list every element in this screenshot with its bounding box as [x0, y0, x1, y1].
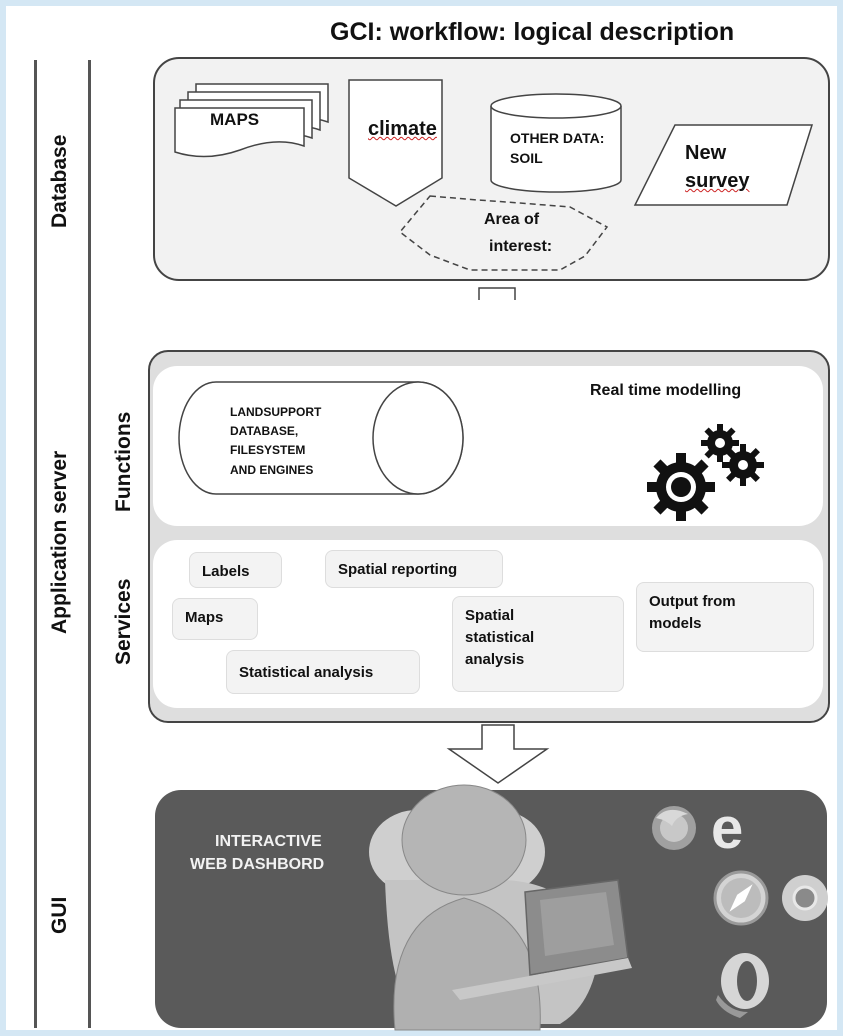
other-data-label-1: OTHER DATA: — [510, 130, 605, 146]
left-inner-line — [88, 60, 91, 1028]
real-time-modelling-label: Real time modelling — [590, 382, 742, 399]
down-arrow-2 — [446, 724, 550, 784]
output-line-1: Output from — [649, 593, 736, 610]
svg-text:e: e — [711, 796, 743, 861]
diagram-title: GCI: workflow: logical description — [330, 18, 735, 46]
soil-database-icon — [490, 93, 622, 193]
left-outer-line — [34, 60, 37, 1028]
new-survey-label-2: survey — [685, 170, 750, 192]
safari-icon — [713, 870, 769, 926]
spatial-stat-line-2: statistical — [465, 629, 535, 646]
database-shapes — [174, 79, 814, 300]
other-data-label-2: SOIL — [510, 150, 543, 166]
maps-label: MAPS — [210, 110, 260, 129]
edge-icon: e — [711, 796, 743, 861]
dashboard-label-2: WEB DASHBORD — [190, 856, 325, 873]
down-arrow-1 — [478, 287, 516, 300]
climate-shape — [348, 79, 443, 207]
new-survey-shape — [633, 124, 814, 206]
gears-icon — [647, 424, 764, 521]
new-survey-label-1: New — [685, 142, 727, 164]
area-label-1: Area of — [484, 211, 540, 228]
cylinder-line-4: AND ENGINES — [230, 463, 314, 477]
service-maps: Maps — [172, 598, 258, 640]
spatial-stat-line-3: analysis — [465, 651, 525, 668]
spatial-stat-line-1: Spatial — [465, 607, 515, 624]
user-laptop-icon — [369, 784, 632, 1031]
area-label-2: interest: — [489, 238, 553, 255]
service-output-from-models: Output from models — [636, 582, 814, 652]
firefox-icon — [652, 806, 696, 850]
dashboard-label-1: INTERACTIVE — [215, 833, 322, 850]
service-spatial-statistical-analysis: Spatial statistical analysis — [452, 596, 624, 692]
cylinder-line-2: DATABASE, — [230, 424, 299, 438]
maps-document-icon — [174, 83, 329, 158]
service-spatial-reporting: Spatial reporting — [325, 550, 503, 588]
area-of-interest-shape — [398, 195, 609, 271]
climate-label: climate — [368, 118, 437, 140]
output-line-2: models — [649, 615, 702, 632]
opera-icon — [716, 953, 769, 1018]
service-labels: Labels — [189, 552, 282, 588]
landsupport-cylinder-icon — [178, 381, 464, 495]
cylinder-line-1: LANDSUPPORT — [230, 405, 322, 419]
service-statistical-analysis: Statistical analysis — [226, 650, 420, 694]
cylinder-line-3: FILESYSTEM — [230, 443, 306, 457]
chrome-icon — [782, 875, 828, 921]
